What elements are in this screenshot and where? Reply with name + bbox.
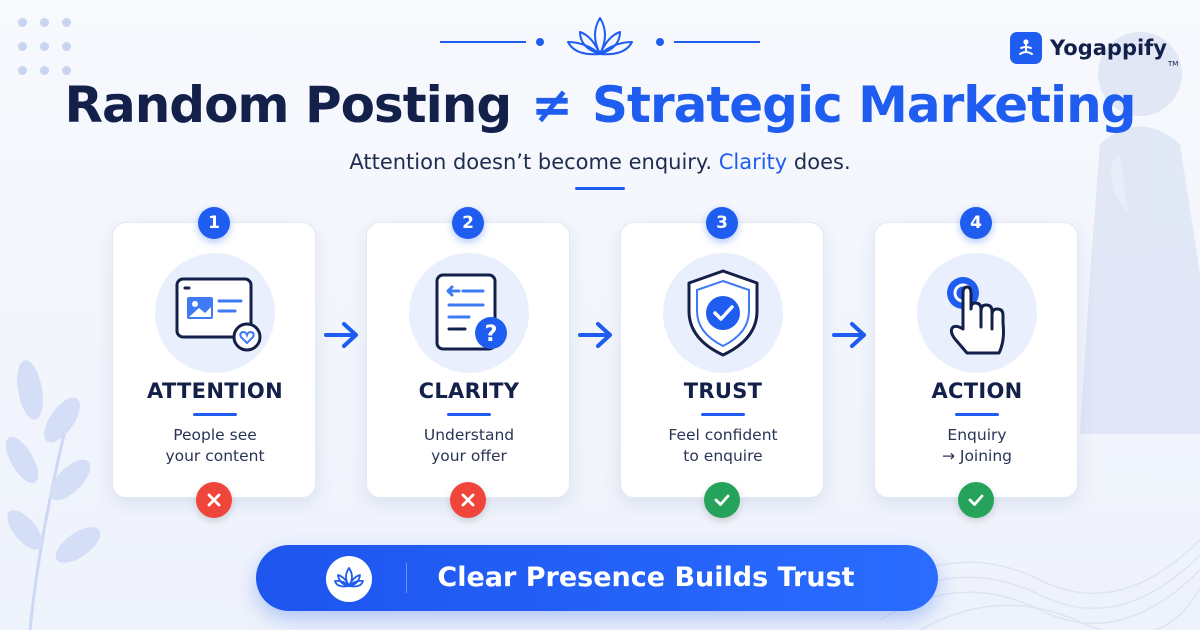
step-desc-line1: People see (173, 426, 257, 444)
step-number-badge: 3 (706, 207, 738, 239)
arrow-right-icon (832, 322, 866, 348)
step-title: ACTION (931, 379, 1023, 403)
arrow-right-icon (324, 322, 358, 348)
step-title-underline (955, 413, 999, 416)
step-icon-circle (155, 253, 275, 373)
step-card-clarity: ? CLARITY Understand your offer (366, 222, 570, 498)
brand-logo-group[interactable]: Yogappify TM (1010, 32, 1178, 68)
step-number-badge: 1 (198, 207, 230, 239)
step-description: Enquiry → Joining (875, 425, 1079, 467)
lotus-icon (334, 567, 364, 588)
step-number-badge: 2 (452, 207, 484, 239)
arrow-right-icon (578, 322, 612, 348)
step-number-badge: 4 (960, 207, 992, 239)
step-card-trust: TRUST Feel confident to enquire (620, 222, 824, 498)
step-desc-line1: Enquiry (947, 426, 1007, 444)
document-question-icon: ? (435, 273, 507, 351)
step-desc-line2: your offer (431, 447, 507, 465)
step-title: ATTENTION (147, 379, 283, 403)
cta-divider (406, 563, 407, 593)
decorative-dot-grid (18, 18, 78, 78)
step-title: TRUST (683, 379, 763, 403)
step-title-underline (701, 413, 745, 416)
step-description: Understand your offer (367, 425, 571, 467)
subtitle: Attention doesn’t become enquiry. Clarit… (0, 150, 1200, 174)
step-card-attention: ATTENTION People see your content (112, 222, 316, 498)
step-description: People see your content (113, 425, 317, 467)
shield-check-icon (687, 269, 759, 357)
subtitle-underline (575, 187, 625, 190)
step-icon-circle (663, 253, 783, 373)
step-desc-line1: Feel confident (668, 426, 778, 444)
not-equal-symbol: ≠ (531, 76, 573, 134)
brand-logo-icon (1010, 32, 1042, 64)
cross-status-icon (196, 482, 232, 518)
step-title: CLARITY (418, 379, 520, 403)
step-desc-line2: your content (165, 447, 265, 465)
step-description: Feel confident to enquire (621, 425, 825, 467)
brand-name: Yogappify (1050, 36, 1167, 60)
check-status-icon (704, 482, 740, 518)
lotus-ornament (440, 17, 760, 56)
brand-trademark: TM (1168, 60, 1179, 68)
cta-lotus-badge (326, 556, 372, 602)
subtitle-part1: Attention doesn’t become enquiry. (349, 150, 713, 174)
subtitle-highlight: Clarity (718, 150, 788, 174)
check-status-icon (958, 482, 994, 518)
step-title-underline (447, 413, 491, 416)
step-desc-line2: → Joining (941, 447, 1013, 465)
title-right: Strategic Marketing (592, 76, 1136, 134)
content-image-heart-icon (175, 277, 262, 352)
step-icon-circle (917, 253, 1037, 373)
leaves-decoration (5, 360, 101, 630)
page-title: Random Posting ≠ Strategic Marketing (0, 76, 1200, 134)
svg-text:?: ? (485, 322, 498, 347)
step-card-action: ACTION Enquiry → Joining (874, 222, 1078, 498)
step-icon-circle: ? (409, 253, 529, 373)
cta-label: Clear Presence Builds Trust (437, 562, 855, 593)
step-title-underline (193, 413, 237, 416)
subtitle-part2: does. (793, 150, 851, 174)
yoga-silhouette-decoration (1080, 32, 1200, 434)
step-desc-line1: Understand (423, 426, 515, 444)
tap-hand-icon (947, 277, 1005, 355)
cta-banner[interactable]: Clear Presence Builds Trust (256, 545, 938, 611)
title-left: Random Posting (64, 76, 512, 134)
cross-status-icon (450, 482, 486, 518)
step-desc-line2: to enquire (683, 447, 763, 465)
